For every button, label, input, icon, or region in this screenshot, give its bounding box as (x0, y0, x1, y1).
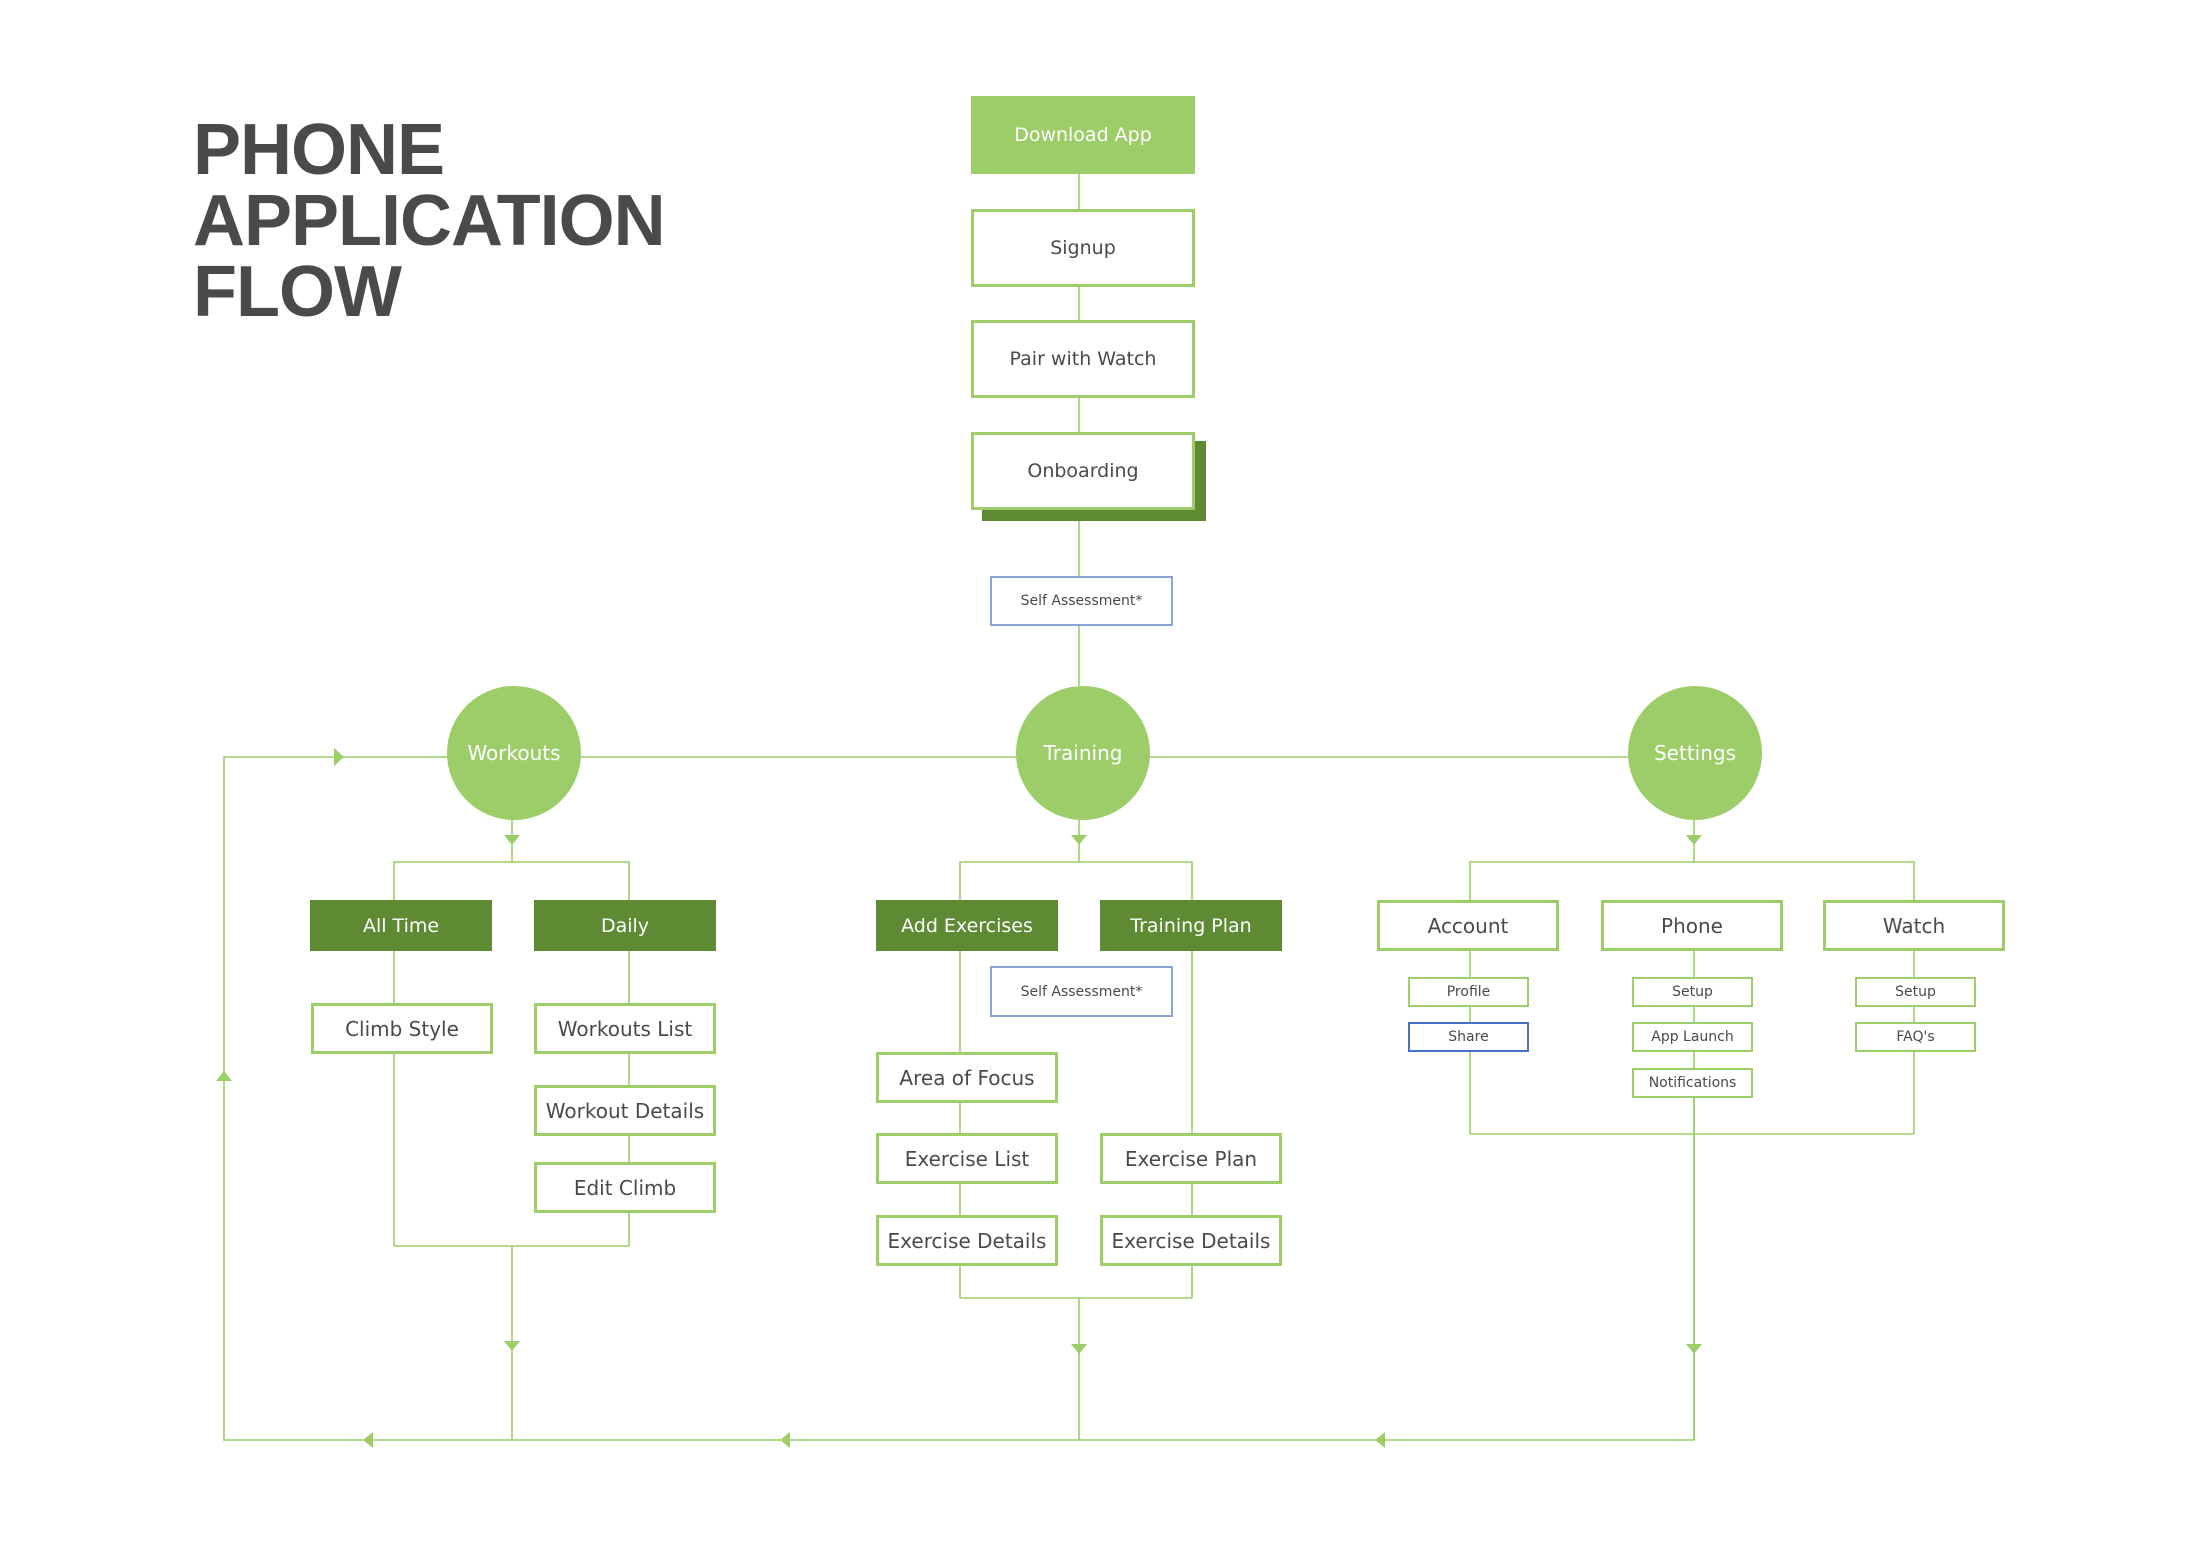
profile-item[interactable]: Profile (1408, 977, 1529, 1007)
training-plan-tab[interactable]: Training Plan (1100, 900, 1282, 951)
climb-style-screen[interactable]: Climb Style (311, 1003, 493, 1054)
workouts-list-screen[interactable]: Workouts List (534, 1003, 716, 1054)
daily-tab[interactable]: Daily (534, 900, 716, 951)
watch-setup-item[interactable]: Setup (1855, 977, 1976, 1007)
notifications-item[interactable]: Notifications (1632, 1068, 1753, 1098)
area-of-focus-screen[interactable]: Area of Focus (876, 1052, 1058, 1103)
settings-hub[interactable]: Settings (1628, 686, 1762, 820)
training-hub[interactable]: Training (1016, 686, 1150, 820)
phone-section[interactable]: Phone (1601, 900, 1783, 951)
faqs-item[interactable]: FAQ's (1855, 1022, 1976, 1052)
self-assessment-step[interactable]: Self Assessment* (990, 576, 1173, 626)
edit-climb-screen[interactable]: Edit Climb (534, 1162, 716, 1213)
training-self-assessment[interactable]: Self Assessment* (990, 966, 1173, 1017)
workout-details-screen[interactable]: Workout Details (534, 1085, 716, 1136)
exercise-details-right-screen[interactable]: Exercise Details (1100, 1215, 1282, 1266)
exercise-list-screen[interactable]: Exercise List (876, 1133, 1058, 1184)
download-app-step[interactable]: Download App (971, 96, 1195, 174)
pair-with-watch-step[interactable]: Pair with Watch (971, 320, 1195, 398)
title-line-3: FLOW (193, 252, 402, 332)
page-title: PHONE APPLICATION FLOW (193, 110, 666, 332)
app-launch-item[interactable]: App Launch (1632, 1022, 1753, 1052)
title-line-1: PHONE (193, 110, 445, 190)
phone-setup-item[interactable]: Setup (1632, 977, 1753, 1007)
account-section[interactable]: Account (1377, 900, 1559, 951)
signup-step[interactable]: Signup (971, 209, 1195, 287)
watch-section[interactable]: Watch (1823, 900, 2005, 951)
exercise-details-left-screen[interactable]: Exercise Details (876, 1215, 1058, 1266)
all-time-tab[interactable]: All Time (310, 900, 492, 951)
share-item[interactable]: Share (1408, 1022, 1529, 1052)
title-line-2: APPLICATION (193, 181, 666, 261)
exercise-plan-screen[interactable]: Exercise Plan (1100, 1133, 1282, 1184)
add-exercises-tab[interactable]: Add Exercises (876, 900, 1058, 951)
onboarding-step[interactable]: Onboarding (971, 432, 1195, 510)
workouts-hub[interactable]: Workouts (447, 686, 581, 820)
